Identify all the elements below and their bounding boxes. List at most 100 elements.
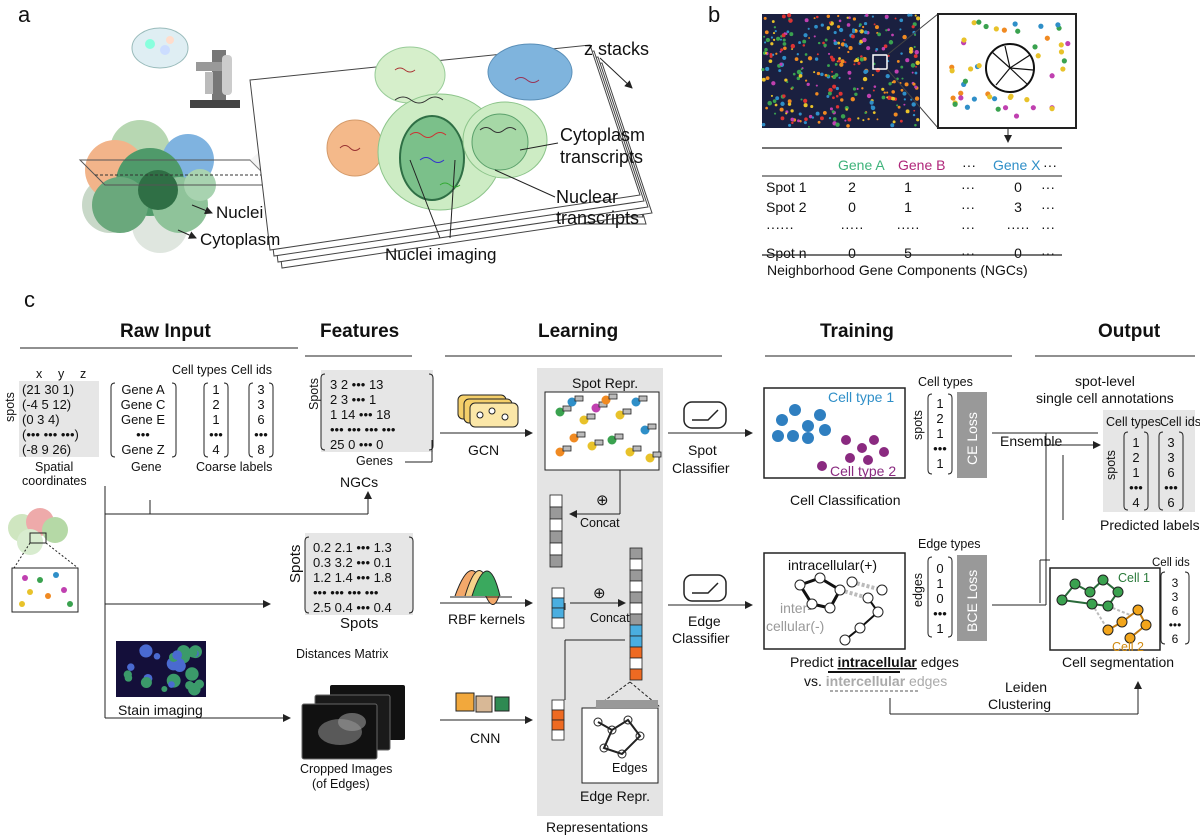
spatial-matrix-row: (21 30 1) <box>22 382 74 397</box>
tissue-speck <box>881 95 886 100</box>
tissue-speck <box>870 105 873 108</box>
concat-label-1: Concat <box>580 516 620 530</box>
tissue-speck <box>846 16 849 19</box>
inset-dots <box>949 19 1071 119</box>
spot-node <box>625 447 635 457</box>
output-type-value: 1 <box>1132 465 1139 480</box>
tissue-speck <box>861 87 864 90</box>
coarse-type-value: 4 <box>212 442 219 457</box>
ngc-cell: 1 <box>904 199 912 215</box>
tissue-speck <box>856 87 859 91</box>
inset-spot <box>1038 23 1044 29</box>
tissue-speck <box>887 54 890 57</box>
tissue-speck <box>845 108 848 111</box>
tissue-speck <box>866 93 872 99</box>
spot-classifier-icon <box>683 401 727 429</box>
tissue-speck <box>768 59 773 64</box>
tissue-speck <box>800 68 803 71</box>
ngc-cell: ··· <box>961 219 975 235</box>
tissue-speck <box>843 43 848 47</box>
edge-vector-cell <box>629 569 643 582</box>
tissue-speck <box>835 94 839 98</box>
tissue-speck <box>913 45 916 49</box>
tissue-speck <box>885 73 890 79</box>
spot-feature <box>652 451 662 458</box>
tissue-speck <box>885 29 888 32</box>
tissue-speck <box>791 86 794 89</box>
training-type-value: 1 <box>936 396 943 411</box>
tissue-speck <box>804 18 809 23</box>
stain-cell <box>168 681 175 688</box>
inset-spot <box>949 68 955 74</box>
dist-spots-x: Spots <box>340 615 378 632</box>
edge-vector-cell <box>629 668 643 681</box>
inset-spot <box>958 95 964 101</box>
stain-cell <box>127 663 135 671</box>
gene-list-item: Gene E <box>121 412 165 427</box>
spatial-image-dots <box>761 13 921 128</box>
tissue-speck <box>887 28 891 32</box>
spot-feature <box>574 395 584 402</box>
tissue-speck <box>857 117 860 120</box>
ngc-matrix-row: 2 3 ••• 1 <box>330 392 376 407</box>
tissue-speck <box>910 98 913 101</box>
mini-spot <box>27 589 33 595</box>
tissue-speck <box>896 77 899 81</box>
rbf-kernels-icon <box>450 570 512 605</box>
edge-vector-cell <box>629 646 643 659</box>
tissue-speck <box>911 71 914 74</box>
spot-node <box>579 415 589 425</box>
inset-spot <box>976 63 982 69</box>
dist-spots-y: Spots <box>287 545 304 583</box>
vs-line: vs. intercellular edges <box>804 673 947 689</box>
cell-classification-label: Cell Classification <box>790 492 900 508</box>
tissue-speck <box>912 113 916 117</box>
training-cell-type-values: 121•••1 <box>933 396 947 471</box>
tissue-speck <box>903 103 906 106</box>
training-edges-label: edges <box>911 573 925 607</box>
mini-spot <box>45 593 51 599</box>
rbf-vector-cell <box>551 607 565 619</box>
inset-spot <box>1055 22 1061 28</box>
tissue-speck <box>871 15 874 18</box>
ngc-cell: 1 <box>904 179 912 195</box>
tissue-speck <box>786 13 792 18</box>
tissue-speck <box>913 33 917 36</box>
inset-spot <box>1030 105 1036 111</box>
cropped-images <box>301 685 405 760</box>
spot-feature <box>608 393 618 400</box>
spatial-label-1: Spatial <box>35 460 73 474</box>
tissue-speck <box>899 18 904 23</box>
tissue-speck <box>782 55 787 60</box>
ngc-row-name: Spot 2 <box>766 199 807 215</box>
inset-spot <box>983 23 989 30</box>
tissue-speck <box>803 98 808 103</box>
tissue-speck <box>893 112 898 117</box>
raw-z: z <box>80 367 86 381</box>
seg-id-value: 3 <box>1172 576 1179 590</box>
z-stacks-label: z stacks <box>584 39 649 59</box>
tissue-speck <box>804 117 808 121</box>
predict-line: Predict intracellular edges <box>790 654 959 670</box>
inset-spot <box>962 78 969 84</box>
coarse-type-value: 2 <box>212 397 219 412</box>
tissue-speck <box>908 46 914 52</box>
tissue-speck <box>800 98 803 101</box>
tissue-speck <box>831 110 835 114</box>
tissue-speck <box>862 119 865 122</box>
tissue-speck <box>899 119 903 123</box>
inset-spot <box>1058 49 1065 55</box>
cell-segmentation-label: Cell segmentation <box>1062 654 1174 670</box>
tissue-speck <box>827 91 832 96</box>
spot-vector-cell <box>549 518 563 532</box>
inset-spot <box>1065 40 1071 47</box>
output-cell-ids-header: Cell ids <box>1160 415 1200 429</box>
tissue-speck <box>905 58 910 63</box>
cytoplasm-transcripts-label-2: transcripts <box>560 147 643 167</box>
cell-type-2-point <box>845 453 855 463</box>
tissue-speck <box>838 91 843 96</box>
tissue-speck <box>806 82 810 87</box>
tissue-speck <box>852 28 855 32</box>
tissue-speck <box>905 109 910 114</box>
cell-type-1-point <box>819 424 831 436</box>
